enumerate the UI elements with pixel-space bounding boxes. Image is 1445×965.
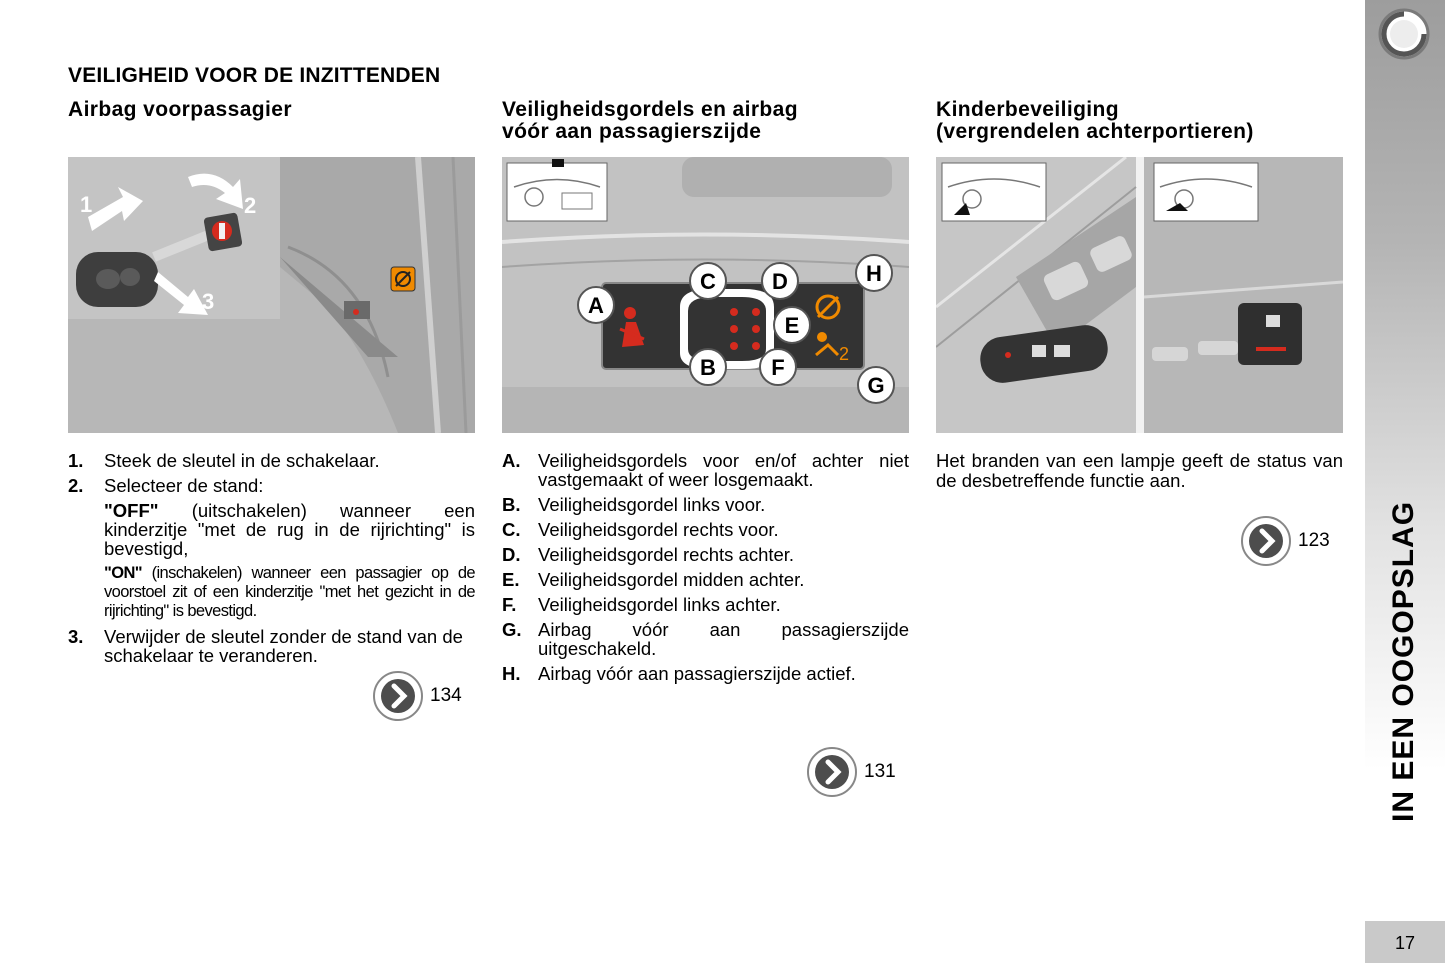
svg-text:2: 2: [839, 344, 849, 364]
airbag-steps: 1.Steek de sleutel in de schakelaar. 2.S…: [68, 450, 476, 671]
svg-text:C: C: [700, 269, 716, 294]
chevron-right-icon: [807, 747, 857, 797]
section-tab-label: IN EEN OOGOPSLAG: [1387, 500, 1420, 822]
on-description: "ON" (inschakelen) wanneer een passagier…: [104, 564, 476, 620]
page-title: VEILIGHEID VOOR DE INZITTENDEN: [68, 64, 441, 87]
svg-text:G: G: [867, 373, 884, 398]
seatbelt-panel-figure: 2 A B C D E F G H: [502, 157, 909, 433]
list-item: A.Veiligheidsgordels voor en/of achter n…: [502, 450, 909, 490]
list-item: H.Airbag vóór aan passagierszijde actief…: [502, 663, 856, 684]
circle-logo-icon: [1378, 8, 1430, 60]
svg-text:B: B: [700, 355, 716, 380]
section-sidebar: [1365, 0, 1445, 963]
seatbelt-heading: Veiligheidsgordels en airbag vóór aan pa…: [502, 98, 798, 143]
page-ref-123[interactable]: 123: [1240, 515, 1330, 567]
chevron-right-icon: [1241, 516, 1291, 566]
page-number: 17: [1365, 921, 1445, 963]
chevron-right-icon: [373, 671, 423, 721]
childlock-heading: Kinderbeveiliging (vergrendelen achterpo…: [936, 98, 1254, 143]
list-item: F.Veiligheidsgordel links achter.: [502, 594, 781, 615]
list-item: C.Veiligheidsgordel rechts voor.: [502, 519, 779, 540]
childlock-description: Het branden van een lampje geeft de stat…: [936, 450, 1343, 491]
off-description: "OFF" (uitschakelen) wanneer een kinderz…: [104, 500, 475, 559]
list-item: 3.Verwijder de sleutel zonder de stand v…: [68, 626, 463, 666]
svg-text:3: 3: [202, 289, 214, 314]
list-item: 2.Selecteer de stand:: [68, 475, 264, 496]
list-item: G.Airbag vóór aan passagierszijde uitges…: [502, 619, 909, 659]
airbag-switch-figure: 1 2 3: [68, 157, 475, 433]
seatbelt-legend: A.Veiligheidsgordels voor en/of achter n…: [502, 451, 909, 689]
svg-text:1: 1: [80, 192, 92, 217]
list-item: D.Veiligheidsgordel rechts achter.: [502, 544, 795, 565]
svg-text:E: E: [785, 313, 800, 338]
airbag-heading: Airbag voorpassagier: [68, 98, 292, 121]
list-item: 1.Steek de sleutel in de schakelaar.: [68, 450, 380, 471]
svg-text:D: D: [772, 269, 788, 294]
svg-text:A: A: [588, 293, 604, 318]
page-ref-134[interactable]: 134: [372, 670, 462, 722]
svg-text:H: H: [866, 261, 882, 286]
list-item: B.Veiligheidsgordel links voor.: [502, 494, 766, 515]
childlock-figure: [936, 157, 1343, 433]
svg-text:2: 2: [244, 193, 256, 218]
svg-text:F: F: [771, 355, 784, 380]
list-item: E.Veiligheidsgordel midden achter.: [502, 569, 805, 590]
page-ref-131[interactable]: 131: [806, 746, 896, 798]
